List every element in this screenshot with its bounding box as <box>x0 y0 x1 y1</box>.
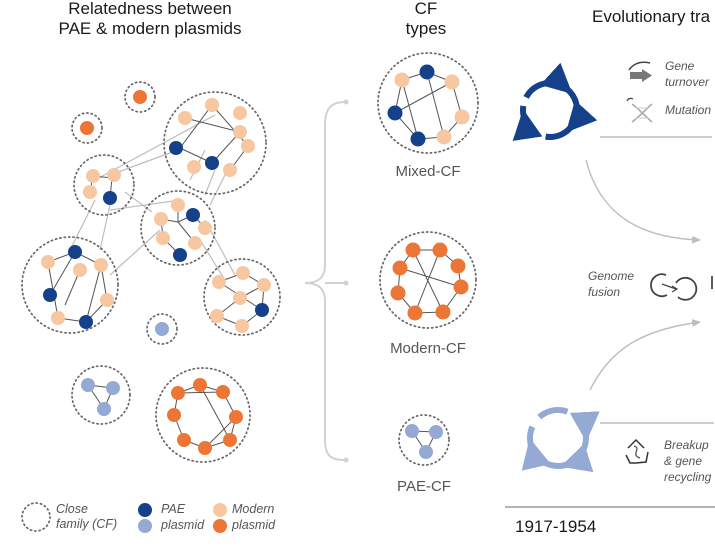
timeline-period: 1917-1954 <box>515 517 596 536</box>
brace-connector <box>304 99 349 463</box>
node-modern <box>233 125 247 139</box>
breakup-label-1: Breakup <box>664 438 709 452</box>
light-circular-plasmid-icon <box>521 407 600 473</box>
node-modern <box>233 106 247 120</box>
node-modern <box>187 160 201 174</box>
legend-pae-symbol <box>138 503 152 517</box>
cluster-big-left <box>21 236 119 334</box>
cluster-left-small <box>73 154 135 216</box>
breakup-label-3: recycling <box>664 470 712 484</box>
network-links <box>69 114 236 281</box>
node-modern <box>205 98 219 112</box>
cluster-singleton-3 <box>146 313 178 345</box>
mutation-dna-icon <box>626 97 653 123</box>
cf-type-mixed <box>377 52 479 154</box>
relatedness-heading-line2: PAE & modern plasmids <box>59 19 242 38</box>
legend-close-family-symbol <box>21 502 51 532</box>
legend-close-family-line2: family (CF) <box>56 517 117 531</box>
gene-turnover-label-2: turnover <box>665 75 710 89</box>
breakup-label-2: & gene <box>664 454 702 468</box>
cf-types-heading-line1: CF <box>415 0 438 18</box>
legend-modern-line1: Modern <box>232 502 274 516</box>
cluster-modern-ring <box>155 367 251 463</box>
legend-pae-line2: plasmid <box>160 518 205 532</box>
gene-turnover-label-1: Gene <box>665 59 695 73</box>
legend-modern-plasmid-symbol <box>213 519 227 533</box>
dark-circular-plasmid-icon <box>512 62 598 141</box>
node-modern-plasmid <box>80 121 94 135</box>
legend-close-family-line1: Close <box>56 502 88 516</box>
legend-modern-symbol <box>213 503 227 517</box>
node-modern <box>241 139 255 153</box>
node-pae <box>169 141 183 155</box>
genome-fusion-icon <box>650 273 698 301</box>
relatedness-heading-line1: Relatedness between <box>68 0 232 18</box>
cluster-singleton-2 <box>71 112 103 144</box>
cf-type-modern <box>379 231 477 329</box>
node-modern <box>178 111 192 125</box>
cluster-pae-triangle <box>71 365 131 425</box>
genome-fusion-label-1: Genome <box>588 269 634 283</box>
node-modern <box>223 163 237 177</box>
gene-turnover-icon <box>628 61 652 82</box>
legend-pae-line1: PAE <box>161 502 186 516</box>
legend-modern-line2: plasmid <box>231 518 276 532</box>
close-family-circle <box>163 91 267 195</box>
node-pae-plasmid <box>155 322 169 336</box>
cluster-right <box>203 258 281 336</box>
cluster-top-right <box>163 91 267 195</box>
cluster-center <box>140 190 216 266</box>
evolutionary-heading: Evolutionary tra <box>592 7 711 26</box>
breakup-recycling-icon <box>625 438 649 464</box>
cluster-singleton-1 <box>124 81 156 113</box>
modern-cf-label: Modern-CF <box>390 340 466 357</box>
legend: Close family (CF) PAE plasmid Modern pla… <box>21 502 276 533</box>
cf-type-pae <box>398 414 450 466</box>
legend-pae-plasmid-symbol <box>138 519 152 533</box>
pae-cf-label: PAE-CF <box>397 478 451 495</box>
node-modern-plasmid <box>133 90 147 104</box>
node-pae <box>205 156 219 170</box>
genome-fusion-label-2: fusion <box>588 285 620 299</box>
cf-types-heading-line2: types <box>406 19 447 38</box>
mutation-label: Mutation <box>665 103 711 117</box>
mixed-cf-label: Mixed-CF <box>395 163 460 180</box>
